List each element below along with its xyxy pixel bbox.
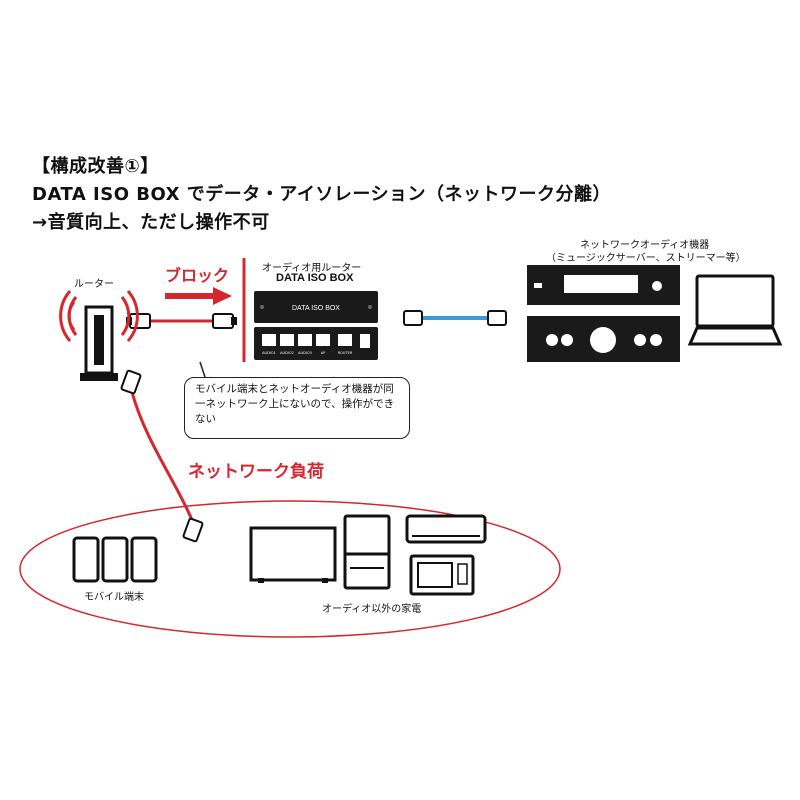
svg-text:AUDIO1: AUDIO1 (262, 351, 276, 355)
svg-text:ROUTER: ROUTER (338, 351, 353, 355)
router-label: ルーター (74, 279, 114, 290)
explanation-bubble: モバイル端末とネットオーディオ機器が同一ネットワーク上にないので、操作ができない (184, 377, 410, 439)
heading-title: 【構成改善①】 (32, 156, 159, 177)
smartphone-icon (101, 536, 129, 583)
router-cable (126, 313, 237, 329)
heading-result: →音質向上、ただし操作不可 (32, 212, 270, 233)
block-arrow-icon (165, 287, 232, 305)
heading-subtitle: DATA ISO BOX でデータ・アイソレーション（ネットワーク分離） (32, 184, 612, 205)
svg-text:AUDIO2: AUDIO2 (280, 351, 294, 355)
rj45-connector-icon (120, 369, 142, 395)
network-audio-sublabel: （ミュージックサーバー、ストリーマー等） (546, 253, 746, 264)
amplifier-icon (527, 316, 680, 362)
iso-box-front-text: DATA ISO BOX (292, 305, 340, 312)
smartphone-icon (72, 536, 100, 583)
block-label: ブロック (165, 266, 230, 285)
network-load-area (19, 500, 561, 638)
music-server-icon (527, 265, 680, 305)
mobile-label: モバイル端末 (84, 592, 144, 603)
rj45-connector-icon (212, 313, 237, 329)
air-conditioner-icon (405, 514, 487, 544)
rj45-connector-icon (182, 517, 204, 543)
television-icon (249, 526, 337, 583)
audio-cable (403, 310, 507, 326)
smartphone-icon (130, 536, 158, 583)
network-load-label: ネットワーク負荷 (188, 462, 324, 482)
audio-router-label: オーディオ用ルーター (262, 263, 362, 274)
iso-box-port-labels: AUDIO1 AUDIO2 AUDIO3 AP ROUTER (262, 351, 353, 355)
appliances-label: オーディオ以外の家電 (322, 604, 422, 615)
svg-text:AUDIO3: AUDIO3 (298, 351, 312, 355)
network-audio-label: ネットワークオーディオ機器 (580, 240, 710, 251)
bubble-pointer (199, 361, 206, 378)
laptop-icon (687, 274, 783, 346)
load-cable (120, 369, 204, 543)
router-device-icon (59, 290, 139, 381)
audio-router-name: DATA ISO BOX (276, 272, 354, 284)
rj45-connector-icon (487, 310, 507, 326)
svg-text:AP: AP (321, 351, 326, 355)
rj45-connector-icon (403, 310, 423, 326)
microwave-icon (409, 554, 475, 596)
refrigerator-icon (343, 514, 391, 590)
data-iso-box-icon (254, 291, 378, 360)
